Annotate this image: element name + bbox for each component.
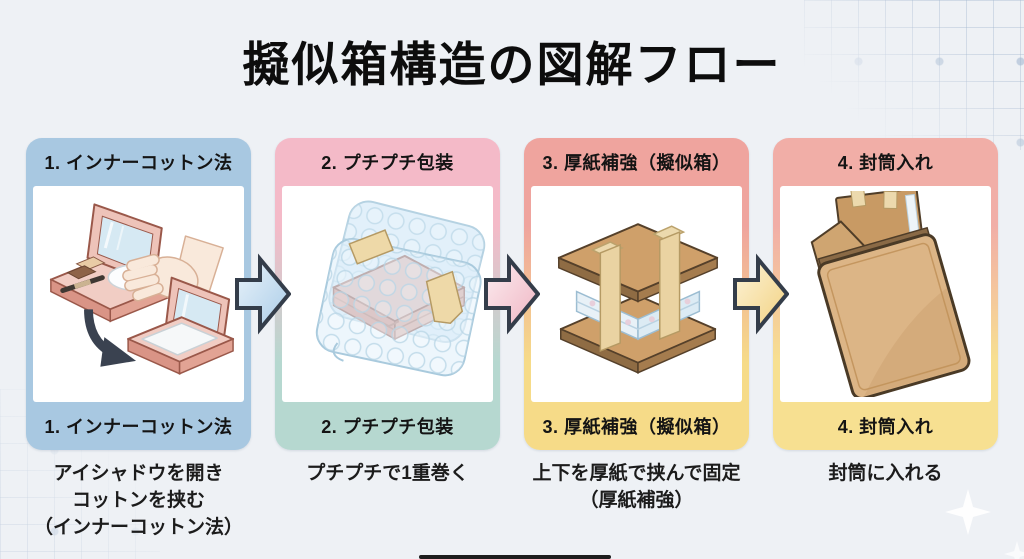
arrow-right-icon-2 xyxy=(484,253,540,335)
step-3-footer: 3. 厚紙補強（擬似箱） xyxy=(542,417,731,437)
step-column-2: 2. プチプチ包装 xyxy=(275,138,500,488)
step-4-illustration-panel xyxy=(780,186,991,402)
step-3-description: 上下を厚紙で挟んで固定 （厚紙補強） xyxy=(532,463,741,511)
step-4-footer: 4. 封筒入れ xyxy=(837,417,934,437)
step-card-3: 3. 厚紙補強（擬似箱） xyxy=(524,138,749,450)
flow-row: 1. インナーコットン法 xyxy=(0,138,1024,542)
step-column-1: 1. インナーコットン法 xyxy=(26,138,251,542)
eyeshadow-cotton-illustration xyxy=(49,203,235,375)
step-card-1: 1. インナーコットン法 xyxy=(26,138,251,450)
step-1-description: アイシャドウを開き コットンを挟む （インナーコットン法） xyxy=(33,463,243,538)
step-3-header: 3. 厚紙補強（擬似箱） xyxy=(542,153,731,173)
step-3-illustration-panel xyxy=(531,186,742,402)
bubble-wrap-illustration xyxy=(315,200,486,377)
bottom-edge-line xyxy=(419,555,611,559)
sparkle-icon-small xyxy=(1004,541,1024,559)
envelope-insert-illustration xyxy=(810,191,971,397)
step-2-illustration-panel xyxy=(282,186,493,402)
step-card-2: 2. プチプチ包装 xyxy=(275,138,500,450)
step-2-header: 2. プチプチ包装 xyxy=(321,153,454,173)
page-title: 擬似箱構造の図解フロー xyxy=(242,38,782,91)
step-column-3: 3. 厚紙補強（擬似箱） xyxy=(524,138,749,515)
step-4-description: 封筒に入れる xyxy=(828,463,943,484)
step-1-illustration-panel xyxy=(33,186,244,402)
cardboard-sandwich-illustration xyxy=(557,223,719,374)
step-1-footer: 1. インナーコットン法 xyxy=(44,417,233,437)
step-1-header: 1. インナーコットン法 xyxy=(44,153,233,173)
step-column-4: 4. 封筒入れ xyxy=(773,138,998,488)
step-card-4: 4. 封筒入れ xyxy=(773,138,998,450)
step-2-footer: 2. プチプチ包装 xyxy=(321,417,454,437)
arrow-right-icon-3 xyxy=(733,253,789,335)
step-4-header: 4. 封筒入れ xyxy=(837,153,934,173)
step-2-description: プチプチで1重巻く xyxy=(306,463,469,484)
arrow-right-icon-1 xyxy=(235,253,291,335)
